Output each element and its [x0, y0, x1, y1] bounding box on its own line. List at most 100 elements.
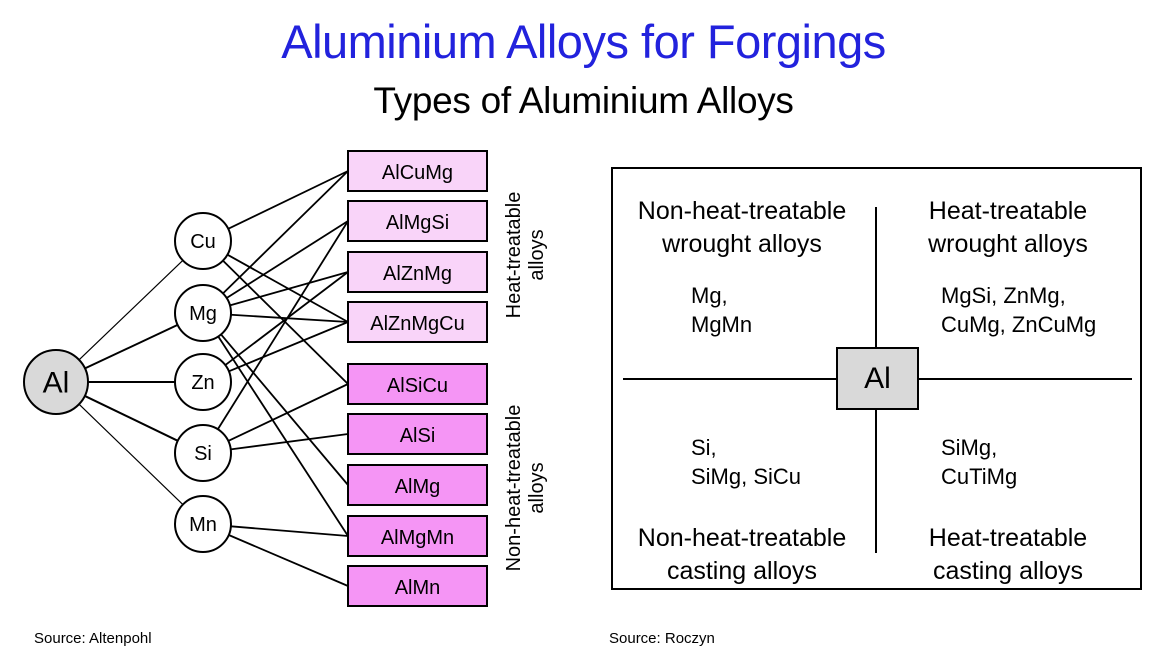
- alloy-box-label: AlZnMgCu: [370, 313, 464, 335]
- alloy-boxes: AlCuMgAlMgSiAlZnMgAlZnMgCuAlSiCuAlSiAlMg…: [347, 150, 488, 607]
- edge-cu-alcumg: [227, 170, 349, 230]
- source-right: Source: Roczyn: [609, 630, 715, 647]
- node-label: Si: [194, 443, 212, 465]
- edge-al-si: [84, 395, 179, 442]
- alloy-box-rect: [347, 301, 488, 343]
- quadrant-axis-top: [875, 207, 877, 347]
- edge-si-alsi: [230, 433, 349, 451]
- node-label: Mn: [189, 514, 217, 536]
- alloy-box-rect: [347, 515, 488, 557]
- node-circle: [174, 495, 232, 553]
- quadrant-bottom-right-items: SiMg, CuTiMg: [941, 433, 1017, 491]
- node-label: Cu: [190, 231, 216, 253]
- item-line: CuMg, ZnCuMg: [941, 312, 1097, 337]
- heading-line: wrought alloys: [928, 230, 1088, 258]
- quadrant-axis-bottom: [875, 410, 877, 553]
- edge-mg-alznmgcu: [230, 313, 349, 323]
- node-label: Mg: [189, 303, 217, 325]
- alloy-box-almgmn: AlMgMn: [347, 515, 488, 557]
- alloy-box-rect: [347, 464, 488, 506]
- edge-al-cu: [78, 259, 184, 361]
- source-left: Source: Altenpohl: [34, 630, 152, 647]
- edge-mn-almn: [228, 534, 349, 587]
- edge-mg-almg: [220, 333, 349, 486]
- quadrant-top-left-items: Mg, MgMn: [691, 281, 752, 339]
- heading-line: wrought alloys: [662, 230, 822, 258]
- node-circle: [174, 284, 232, 342]
- node-al-circle: [23, 349, 89, 415]
- quadrant-top-right-heading: Heat-treatable wrought alloys: [873, 195, 1143, 261]
- connection-lines: [78, 170, 349, 587]
- edge-si-alsicu: [227, 383, 349, 442]
- alloy-box-label: AlMn: [395, 577, 441, 599]
- item-line: MgSi, ZnMg,: [941, 283, 1066, 308]
- node-mg: Mg: [174, 284, 232, 342]
- node-circle: [174, 353, 232, 411]
- page-title: Aluminium Alloys for Forgings: [281, 15, 886, 68]
- heading-line: casting alloys: [932, 557, 1084, 585]
- edge-zn-alznmgcu: [228, 321, 349, 373]
- alloy-box-label: AlCuMg: [382, 162, 453, 184]
- item-line: SiMg, SiCu: [691, 464, 802, 489]
- alloy-box-almg: AlMg: [347, 464, 488, 506]
- node-al-label: Al: [43, 367, 70, 400]
- quadrant-axis-right: [919, 378, 1132, 380]
- alloy-box-alcumg: AlCuMg: [347, 150, 488, 192]
- alloy-box-label: AlZnMg: [383, 263, 452, 285]
- edge-mg-almgmn: [217, 335, 349, 537]
- node-cu: Cu: [174, 212, 232, 270]
- alloy-box-label: AlMgMn: [381, 527, 454, 549]
- group-label-heat-line2: alloys: [526, 229, 548, 280]
- edge-mg-alcumg: [222, 170, 349, 295]
- node-circle: [174, 424, 232, 482]
- alloy-box-rect: [347, 150, 488, 192]
- item-line: MgMn: [691, 312, 753, 337]
- heading-line: casting alloys: [666, 557, 818, 585]
- alloy-box-almn: AlMn: [347, 565, 488, 607]
- alloy-box-rect: [347, 251, 488, 293]
- group-label-heat-line1: Heat-treatable: [503, 192, 525, 319]
- node-al: Al: [23, 349, 89, 415]
- heading-line: Heat-treatable: [928, 524, 1088, 552]
- heading-line: Heat-treatable: [928, 197, 1088, 225]
- heading-line: Non-heat-treatable: [637, 524, 847, 552]
- alloy-box-label: AlSiCu: [387, 375, 448, 397]
- edge-al-mn: [78, 403, 184, 505]
- node-mn: Mn: [174, 495, 232, 553]
- item-line: CuTiMg: [941, 464, 1018, 489]
- group-label-nonheat-line2: alloys: [526, 462, 548, 513]
- node-zn: Zn: [174, 353, 232, 411]
- item-line: Mg,: [691, 283, 728, 308]
- quadrant-bottom-left-items: Si, SiMg, SiCu: [691, 433, 801, 491]
- alloy-box-rect: [347, 413, 488, 455]
- node-label: Zn: [191, 372, 214, 394]
- quadrant-frame: [611, 167, 1142, 590]
- group-label-nonheat: Non-heat-treatable alloys: [503, 405, 548, 572]
- edge-mg-alznmg: [229, 271, 349, 307]
- group-label-heat: Heat-treatable alloys: [503, 192, 548, 319]
- page-subtitle: Types of Aluminium Alloys: [373, 80, 794, 121]
- alloy-box-rect: [347, 200, 488, 242]
- quadrant-axis-left: [623, 378, 836, 380]
- alloy-box-alsicu: AlSiCu: [347, 363, 488, 405]
- item-line: Si,: [691, 435, 717, 460]
- center-al-box: Al: [836, 347, 919, 410]
- alloy-box-label: AlMgSi: [386, 212, 449, 234]
- alloy-box-rect: [347, 363, 488, 405]
- edge-mg-almgsi: [226, 220, 349, 299]
- alloy-box-label: AlMg: [395, 476, 441, 498]
- quadrant-bottom-right-heading: Heat-treatable casting alloys: [873, 522, 1143, 588]
- edge-al-mg: [84, 323, 179, 370]
- alloy-box-alznmgcu: AlZnMgCu: [347, 301, 488, 343]
- edge-si-almgsi: [217, 220, 349, 430]
- group-label-nonheat-line1: Non-heat-treatable: [503, 405, 525, 572]
- edge-mn-almgmn: [230, 525, 349, 537]
- alloy-box-alsi: AlSi: [347, 413, 488, 455]
- item-line: SiMg,: [941, 435, 998, 460]
- quadrant-top-left-heading: Non-heat-treatable wrought alloys: [607, 195, 877, 261]
- alloy-box-rect: [347, 565, 488, 607]
- quadrant-bottom-left-heading: Non-heat-treatable casting alloys: [607, 522, 877, 588]
- alloy-box-label: AlSi: [400, 425, 436, 447]
